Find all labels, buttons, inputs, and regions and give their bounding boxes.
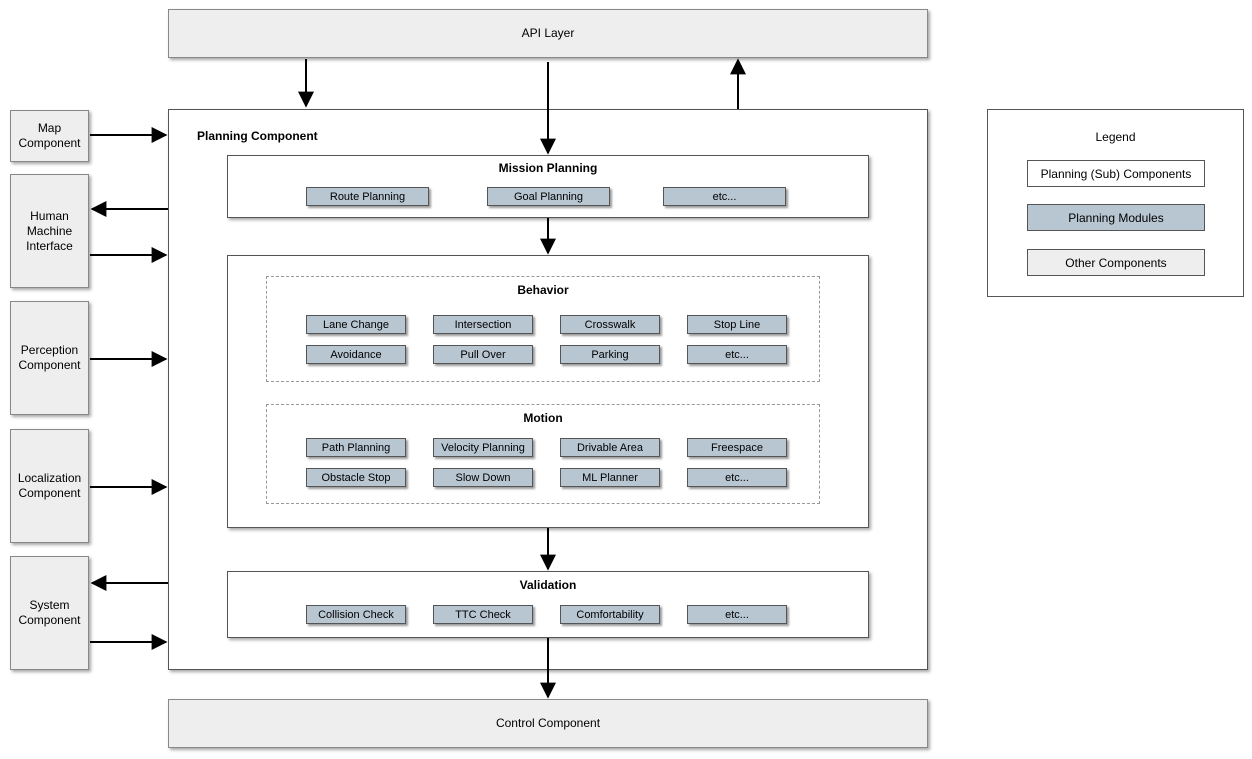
module-crosswalk: Crosswalk: [560, 315, 660, 334]
control-component-box: Control Component: [168, 699, 928, 748]
module-velocity-planning: Velocity Planning: [433, 438, 533, 457]
module-drivable-area: Drivable Area: [560, 438, 660, 457]
module-obstacle-stop: Obstacle Stop: [306, 468, 406, 487]
module-path-planning: Path Planning: [306, 438, 406, 457]
localization-component-label: Localization Component: [17, 471, 82, 500]
module-lane-change: Lane Change: [306, 315, 406, 334]
validation-box: [227, 571, 869, 638]
module-stop-line: Stop Line: [687, 315, 787, 334]
module-comfortability: Comfortability: [560, 605, 660, 624]
mission-planning-title: Mission Planning: [498, 161, 598, 175]
behavior-title: Behavior: [517, 283, 569, 297]
module-route-planning: Route Planning: [306, 187, 429, 206]
motion-title: Motion: [523, 411, 563, 425]
module-behavior-etc: etc...: [687, 345, 787, 364]
system-component-box: System Component: [10, 556, 89, 670]
control-component-label: Control Component: [495, 716, 601, 730]
module-motion-etc: etc...: [687, 468, 787, 487]
perception-component-box: Perception Component: [10, 301, 89, 415]
mission-planning-box: [227, 155, 869, 218]
module-intersection: Intersection: [433, 315, 533, 334]
validation-title: Validation: [519, 578, 577, 592]
planning-component-title: Planning Component: [197, 129, 318, 143]
module-freespace: Freespace: [687, 438, 787, 457]
module-avoidance: Avoidance: [306, 345, 406, 364]
map-component-box: Map Component: [10, 110, 89, 162]
hmi-label: Human Machine Interface: [26, 208, 73, 253]
hmi-box: Human Machine Interface: [10, 174, 89, 288]
map-component-label: Map Component: [18, 121, 81, 150]
legend-other-components: Other Components: [1027, 249, 1205, 276]
localization-component-box: Localization Component: [10, 429, 89, 543]
legend-sub-components: Planning (Sub) Components: [1027, 160, 1205, 187]
module-mission-etc: etc...: [663, 187, 786, 206]
module-parking: Parking: [560, 345, 660, 364]
module-slow-down: Slow Down: [433, 468, 533, 487]
legend-planning-modules: Planning Modules: [1027, 204, 1205, 231]
module-ml-planner: ML Planner: [560, 468, 660, 487]
legend-box: Legend Planning (Sub) Components Plannin…: [987, 109, 1244, 297]
module-collision-check: Collision Check: [306, 605, 406, 624]
module-validation-etc: etc...: [687, 605, 787, 624]
perception-component-label: Perception Component: [18, 343, 81, 372]
module-ttc-check: TTC Check: [433, 605, 533, 624]
module-pull-over: Pull Over: [433, 345, 533, 364]
api-layer-label: API Layer: [521, 26, 575, 40]
legend-title: Legend: [1095, 130, 1136, 144]
api-layer-box: API Layer: [168, 9, 928, 58]
module-goal-planning: Goal Planning: [487, 187, 610, 206]
system-component-label: System Component: [18, 598, 81, 627]
